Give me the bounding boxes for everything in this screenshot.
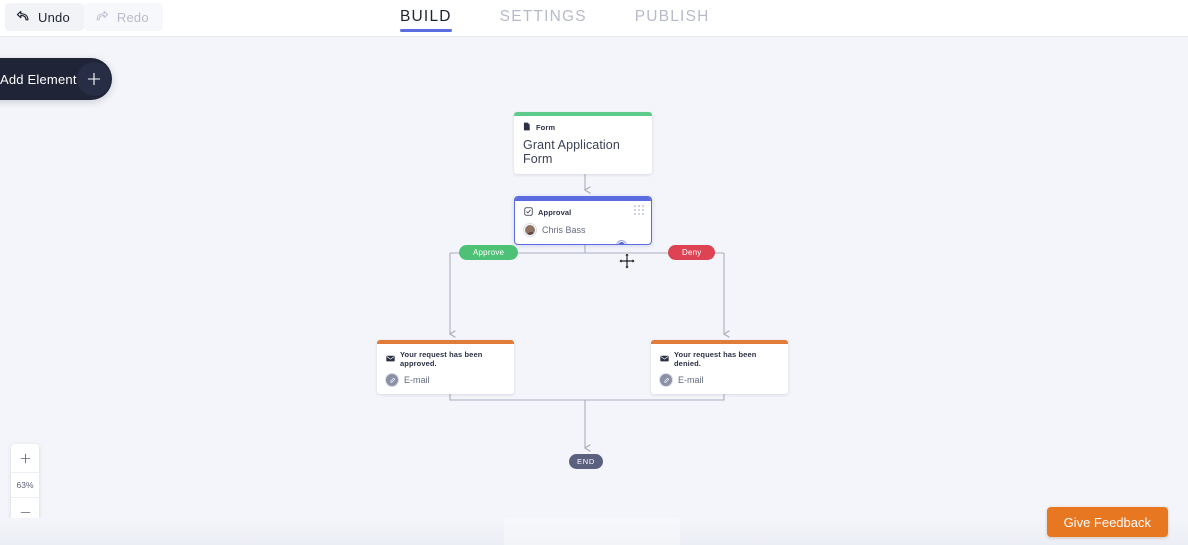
node-accent-bar [515, 197, 651, 201]
minus-icon [20, 511, 30, 513]
document-icon [523, 122, 531, 133]
node-channel-label: E-mail [678, 375, 704, 385]
node-kind-row: Your request has been denied. [660, 350, 779, 368]
node-channel-row: E-mail [386, 374, 505, 386]
history-button-group: Undo Redo [5, 3, 163, 31]
zoom-out-button[interactable] [11, 498, 39, 518]
email-channel-icon [660, 374, 672, 386]
flow-connectors [0, 154, 1188, 518]
approval-stamp-icon [524, 207, 533, 218]
plus-icon [76, 62, 111, 96]
node-kind-row: Approval [524, 207, 642, 218]
node-channel-label: E-mail [404, 375, 430, 385]
flow-canvas[interactable]: Form Grant Application Form Approval [0, 37, 1188, 518]
node-channel-row: E-mail [660, 374, 779, 386]
node-title: Grant Application Form [523, 138, 620, 166]
undo-label: Undo [38, 9, 70, 25]
node-kind-row: Form [523, 122, 643, 133]
node-body: Form Grant Application Form [514, 116, 652, 174]
node-kind-label: Your request has been approved. [400, 350, 483, 368]
avatar [524, 224, 536, 236]
top-toolbar: Undo Redo BUILD SETTINGS PUBLISH [0, 0, 1188, 37]
zoom-in-button[interactable] [11, 444, 39, 472]
zoom-controls: 63% [11, 444, 39, 518]
flow-node-email-approved[interactable]: Your request has been approved. E-mail [377, 340, 514, 394]
node-kind-label: Your request has been denied. [674, 350, 757, 368]
add-element-button[interactable]: Add Element [0, 58, 112, 100]
connection-handle[interactable] [617, 241, 626, 244]
tab-build[interactable]: BUILD [400, 0, 452, 32]
drag-handle-icon[interactable] [634, 205, 644, 215]
node-kind-label: Form [536, 123, 556, 132]
tab-settings[interactable]: SETTINGS [499, 8, 587, 25]
add-element-label: Add Element [0, 71, 77, 87]
redo-button[interactable]: Redo [83, 3, 163, 31]
envelope-icon [386, 355, 395, 364]
zoom-level-label: 63% [11, 472, 39, 498]
branch-pill-deny[interactable]: Deny [668, 245, 716, 260]
undo-arrow-icon [16, 10, 30, 24]
redo-arrow-icon [95, 10, 109, 24]
node-accent-bar [377, 340, 514, 344]
flow-node-approval[interactable]: Approval Chris Bass [514, 196, 652, 245]
main-tabs: BUILD SETTINGS PUBLISH [400, 0, 758, 37]
bottom-strip [0, 518, 1188, 545]
node-kind-label: Approval [538, 208, 572, 217]
flow-node-end[interactable]: END [569, 454, 603, 469]
node-kind-row: Your request has been approved. [386, 350, 505, 368]
node-body: Approval Chris Bass [515, 201, 651, 244]
plus-icon [20, 453, 30, 463]
give-feedback-button[interactable]: Give Feedback [1046, 507, 1168, 537]
node-body: Your request has been denied. E-mail [651, 344, 788, 394]
node-assignee-label: Chris Bass [542, 225, 586, 235]
redo-label: Redo [116, 9, 149, 25]
node-accent-bar [651, 340, 788, 344]
flow-node-email-denied[interactable]: Your request has been denied. E-mail [651, 340, 788, 394]
node-accent-bar [514, 112, 652, 116]
bottom-panel-edge [504, 518, 680, 545]
node-assignee-row: Chris Bass [524, 224, 642, 236]
envelope-icon [660, 355, 669, 364]
branch-pill-approve[interactable]: Approve [459, 245, 519, 260]
email-channel-icon [386, 374, 398, 386]
undo-button[interactable]: Undo [5, 3, 84, 31]
tab-publish[interactable]: PUBLISH [634, 8, 710, 25]
node-body: Your request has been approved. E-mail [377, 344, 514, 394]
flow-node-form[interactable]: Form Grant Application Form [514, 112, 652, 174]
